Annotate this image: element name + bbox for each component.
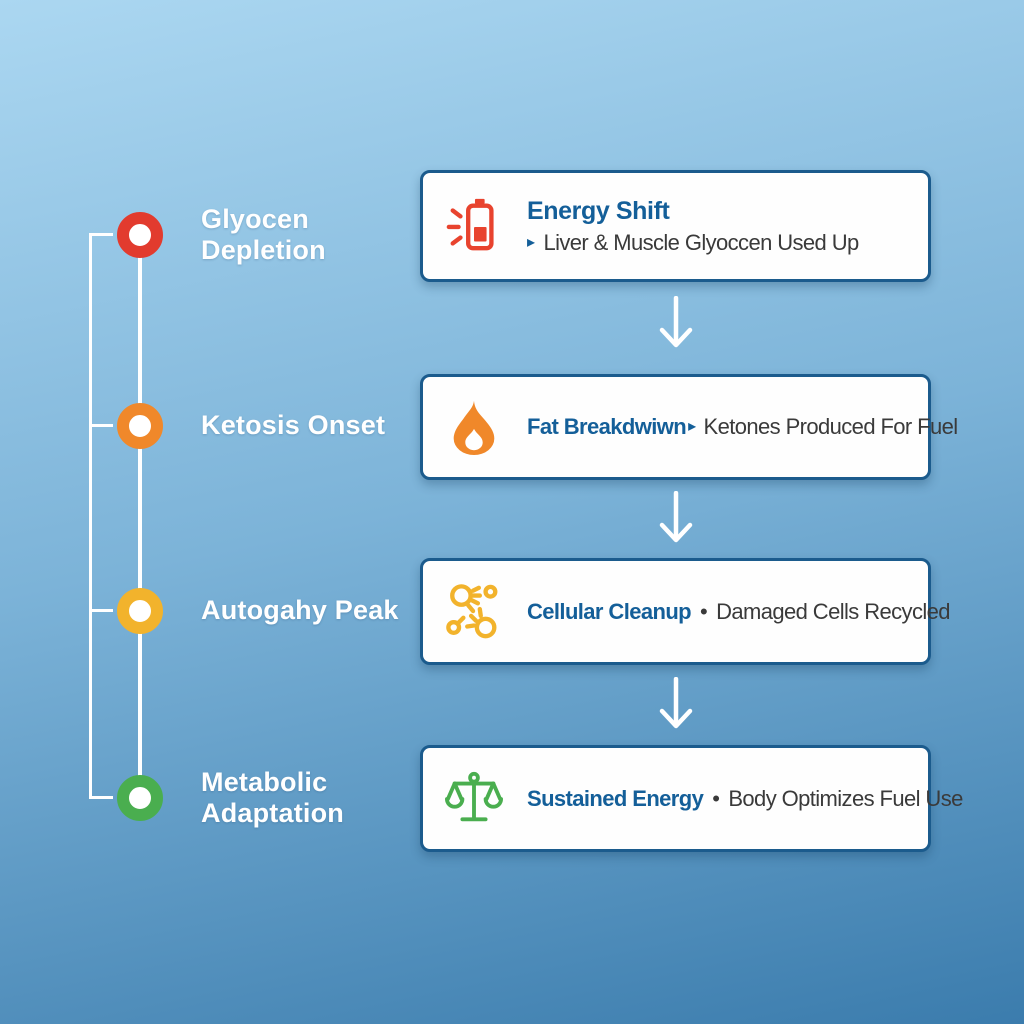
card-energy-shift: Energy Shift ▸ Liver & Muscle Glyoccen U… — [420, 170, 931, 282]
stage-label-ketosis-onset: Ketosis Onset — [201, 410, 386, 440]
card-title: Energy Shift — [527, 196, 670, 225]
flame-icon — [445, 398, 503, 456]
card-fat-breakdown: Fat Breakdwiwn ▸ Ketones Produced For Fu… — [420, 374, 958, 480]
card-cellular-cleanup: Cellular Cleanup • Damaged Cells Recycle… — [420, 558, 951, 665]
stage-dot-metabolic-adaptation — [117, 775, 163, 821]
timeline-main-line — [138, 235, 142, 798]
stage-label-glyocen-depletion: Glyocen Depletion — [201, 204, 326, 265]
timeline-tick-4 — [89, 796, 113, 799]
card-description: Damaged Cells Recycled — [716, 598, 950, 624]
card-description: Body Optimizes Fuel Use — [728, 785, 963, 811]
timeline-tick-2 — [89, 424, 113, 427]
down-arrow-icon — [659, 296, 693, 348]
stage-dot-ketosis-onset — [117, 403, 163, 449]
low-battery-alert-icon — [445, 197, 503, 255]
balance-scale-icon — [445, 770, 503, 828]
down-arrow-icon — [659, 677, 693, 729]
timeline-tick-1 — [89, 233, 113, 236]
card-title: Sustained Energy — [527, 785, 704, 811]
card-title: Cellular Cleanup — [527, 598, 692, 624]
triangle-bullet-icon: ▸ — [688, 418, 696, 435]
stage-label-autogahy-peak: Autogahy Peak — [201, 595, 399, 625]
card-title: Fat Breakdwiwn — [527, 414, 687, 439]
card-sustained-energy: Sustained Energy • Body Optimizes Fuel U… — [420, 745, 963, 852]
card-description: Ketones Produced For Fuel — [703, 414, 959, 439]
stage-dot-autogahy-peak — [117, 588, 163, 634]
timeline-bracket-line — [89, 234, 92, 798]
dot-bullet: • — [712, 785, 720, 811]
cell-network-icon — [445, 583, 503, 641]
stage-label-metabolic-adaptation: Metabolic Adaptation — [201, 767, 344, 828]
timeline-tick-3 — [89, 609, 113, 612]
dot-bullet: • — [700, 598, 708, 624]
down-arrow-icon — [659, 491, 693, 543]
stage-dot-glyocen-depletion — [117, 212, 163, 258]
card-description: Liver & Muscle Glyoccen Used Up — [543, 229, 859, 255]
triangle-bullet-icon: ▸ — [527, 233, 535, 251]
